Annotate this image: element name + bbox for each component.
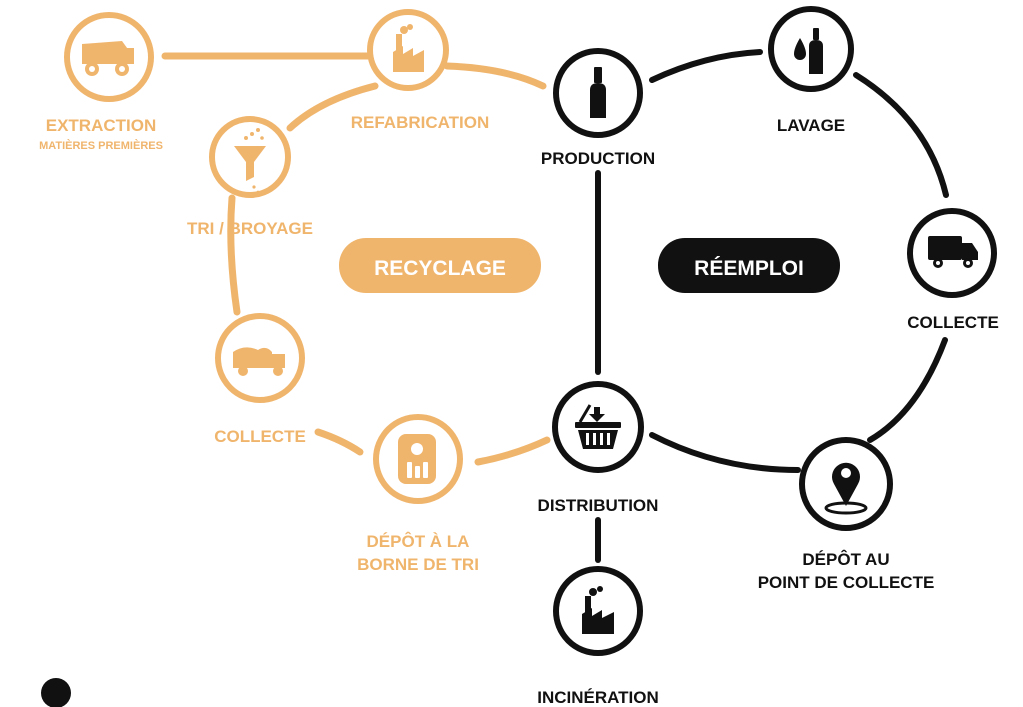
recycling-pill: RECYCLAGE bbox=[339, 238, 541, 293]
factory-icon bbox=[582, 586, 614, 634]
collecte-recycling-label: COLLECTE bbox=[214, 427, 306, 446]
dump-truck-icon bbox=[82, 41, 134, 76]
tipper-truck-icon bbox=[233, 347, 285, 376]
bottle-icon bbox=[590, 67, 606, 118]
factory-icon bbox=[393, 24, 424, 72]
tri-broyage-label: TRI / BROYAGE bbox=[187, 219, 313, 238]
delivery-truck-icon bbox=[928, 236, 978, 268]
refabrication-label: REFABRICATION bbox=[351, 113, 490, 132]
connector-tri-collecte bbox=[227, 194, 241, 316]
depot-borne-label-line1: DÉPÔT À LA bbox=[367, 532, 470, 551]
connector-refabrication-production bbox=[443, 62, 547, 90]
extraction-sublabel: MATIÈRES PREMIÈRES bbox=[39, 139, 163, 152]
node-tri-broyage bbox=[209, 116, 291, 198]
lavage-label: LAVAGE bbox=[777, 116, 845, 135]
bottle-bank-icon bbox=[398, 434, 436, 484]
connector-depot-point-distribution bbox=[649, 432, 801, 473]
incineration-label: INCINÉRATION bbox=[537, 688, 659, 707]
node-extraction bbox=[64, 12, 154, 102]
node-collecte-recycling bbox=[215, 313, 305, 403]
shopping-basket-icon bbox=[575, 404, 621, 449]
water-drop-bottle-icon bbox=[794, 28, 823, 74]
node-lavage bbox=[768, 6, 854, 92]
depot-point-label-line1: DÉPÔT AU bbox=[802, 550, 889, 569]
decorative-dot bbox=[41, 678, 71, 707]
funnel-icon bbox=[234, 128, 266, 194]
connector-production-lavage bbox=[649, 49, 763, 83]
depot-point-label-line2: POINT DE COLLECTE bbox=[758, 573, 935, 592]
node-depot-point bbox=[799, 437, 893, 531]
node-refabrication bbox=[367, 9, 449, 91]
node-collecte-reuse bbox=[907, 208, 997, 298]
location-pin-icon bbox=[824, 462, 868, 515]
connector-lavage-collecte bbox=[853, 72, 949, 198]
reuse-connectors bbox=[595, 49, 949, 563]
recycling-connectors bbox=[161, 52, 551, 466]
production-label: PRODUCTION bbox=[541, 149, 655, 168]
depot-borne-label-line2: BORNE DE TRI bbox=[357, 555, 479, 574]
connector-collecte-depot-point bbox=[867, 337, 948, 443]
distribution-label: DISTRIBUTION bbox=[538, 496, 659, 515]
connector-collecte-depot bbox=[314, 428, 364, 456]
reuse-pill-label: RÉEMPLOI bbox=[694, 257, 804, 280]
node-production bbox=[553, 48, 643, 138]
collecte-reuse-label: COLLECTE bbox=[907, 313, 999, 332]
extraction-label: EXTRACTION bbox=[46, 116, 157, 135]
connector-refabrication-tri bbox=[286, 82, 379, 132]
node-depot-borne bbox=[373, 414, 463, 504]
connector-depot-distribution bbox=[474, 436, 551, 466]
recycling-pill-label: RECYCLAGE bbox=[374, 257, 506, 280]
node-distribution bbox=[552, 381, 644, 473]
node-incineration bbox=[553, 566, 643, 656]
reuse-pill: RÉEMPLOI bbox=[658, 238, 840, 293]
